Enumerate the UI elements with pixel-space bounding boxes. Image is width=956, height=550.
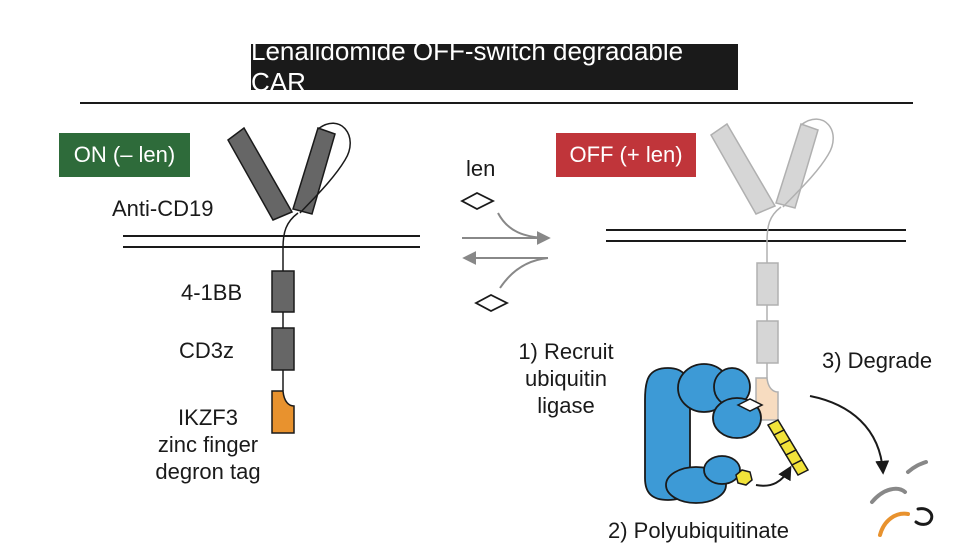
anti-cd19-label: Anti-CD19 bbox=[112, 196, 214, 221]
equilibrium-arrows bbox=[460, 191, 551, 313]
polyubiquitinate-label: 2) Polyubiquitinate bbox=[608, 518, 790, 543]
four-1bb-label: 4-1BB bbox=[181, 280, 243, 305]
bound-lenalidomide-icon bbox=[736, 398, 764, 412]
recruit-ligase-label: 1) Recruit ubiquitin ligase bbox=[518, 339, 614, 418]
four-1bb-domain bbox=[271, 270, 295, 313]
header-divider bbox=[80, 102, 913, 104]
cd3z-domain bbox=[271, 327, 295, 371]
lenalidomide-icon-top bbox=[460, 191, 496, 211]
on-state-badge: ON (– len) bbox=[59, 133, 190, 177]
ubiquitin-ligase-complex bbox=[644, 363, 764, 504]
cd3z-label: CD3z bbox=[179, 338, 235, 363]
hinge-transmembrane bbox=[282, 212, 299, 271]
scfv-linker bbox=[299, 122, 351, 214]
anti-cd19-scfv-right-arm bbox=[292, 127, 336, 215]
off-scfv-left-arm bbox=[710, 122, 777, 215]
ikzf3-degron-label: IKZF3 zinc finger degron tag bbox=[155, 405, 261, 484]
off-scfv-right-arm bbox=[775, 123, 819, 209]
degrade-arrow bbox=[809, 395, 890, 475]
e2-enzyme bbox=[703, 455, 741, 485]
ubiquitin-transfer-arrow bbox=[755, 465, 792, 487]
polyubiquitin-chain bbox=[766, 419, 810, 476]
ubiquitin-icon-loaded bbox=[735, 469, 753, 486]
off-cd3z-domain bbox=[756, 320, 779, 364]
off-car-construct bbox=[606, 118, 906, 421]
degraded-fragments-icon bbox=[870, 460, 934, 537]
lenalidomide-icon-bottom bbox=[474, 293, 510, 313]
len-label: len bbox=[466, 156, 496, 181]
off-four-1bb-domain bbox=[756, 262, 779, 306]
degrade-label: 3) Degrade bbox=[822, 348, 933, 373]
off-state-badge: OFF (+ len) bbox=[556, 133, 696, 177]
ikzf3-degron-tag bbox=[271, 390, 295, 434]
on-car-construct bbox=[123, 122, 420, 434]
off-degron-tag bbox=[755, 377, 779, 421]
anti-cd19-scfv-left-arm bbox=[227, 126, 294, 221]
